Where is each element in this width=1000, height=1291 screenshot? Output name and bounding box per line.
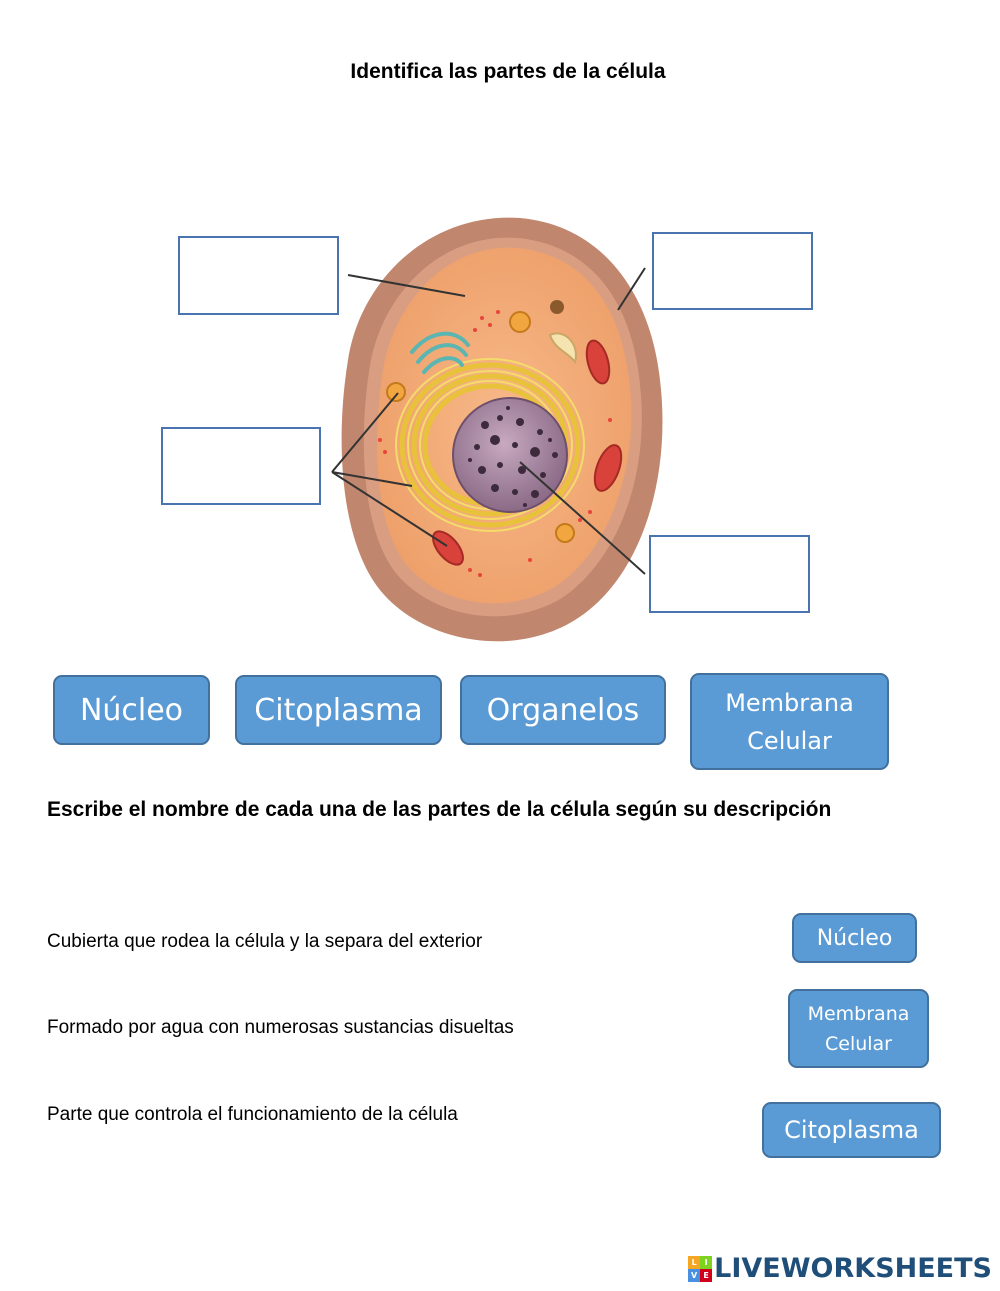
chip-label: Núcleo xyxy=(79,692,184,728)
logo-mark-icon: L I V E xyxy=(688,1255,713,1282)
chip-label: Organelos xyxy=(486,692,640,728)
chip-label: Citoplasma xyxy=(254,692,423,728)
word-bank-chip-citoplasma[interactable]: Citoplasma xyxy=(235,675,442,745)
word-bank-chip-nucleo[interactable]: Núcleo xyxy=(53,675,210,745)
description-2: Formado por agua con numerosas sustancia… xyxy=(47,1017,514,1038)
liveworksheets-logo: L I V E LIVEWORKSHEETS xyxy=(688,1253,992,1284)
chip-label: Citoplasma xyxy=(784,1116,919,1144)
section2-title: Escribe el nombre de cada una de las par… xyxy=(47,798,832,821)
description-1: Cubierta que rodea la célula y la separa… xyxy=(47,931,483,952)
diagram-answer-box-bottom-right[interactable] xyxy=(649,535,810,613)
logo-letter: E xyxy=(700,1268,713,1282)
answer-chip-nucleo[interactable]: Núcleo xyxy=(792,913,917,963)
answer-chip-membrana-celular[interactable]: Membrana Celular xyxy=(788,989,929,1068)
chip-label-line2: Celular xyxy=(824,1032,892,1055)
description-3: Parte que controla el funcionamiento de … xyxy=(47,1104,458,1125)
logo-letter: I xyxy=(700,1255,713,1269)
logo-letter: V xyxy=(688,1268,701,1282)
worksheet-title: Identifica las partes de la célula xyxy=(350,60,666,83)
diagram-answer-box-middle-left[interactable] xyxy=(161,427,321,505)
logo-letter: L xyxy=(688,1255,701,1269)
logo-text: LIVEWORKSHEETS xyxy=(714,1253,992,1284)
cell-diagram xyxy=(331,217,663,642)
diagram-answer-box-top-left[interactable] xyxy=(178,236,339,315)
chip-label-line1: Membrana xyxy=(725,688,854,717)
answer-chip-citoplasma[interactable]: Citoplasma xyxy=(762,1102,941,1158)
word-bank-chip-organelos[interactable]: Organelos xyxy=(460,675,666,745)
chip-label: Núcleo xyxy=(816,925,893,951)
diagram-answer-box-top-right[interactable] xyxy=(652,232,813,310)
nucleus xyxy=(452,397,568,513)
chip-label-line2: Celular xyxy=(747,726,832,755)
word-bank-chip-membrana-celular[interactable]: Membrana Celular xyxy=(690,673,889,770)
chip-label-line1: Membrana xyxy=(807,1002,910,1025)
